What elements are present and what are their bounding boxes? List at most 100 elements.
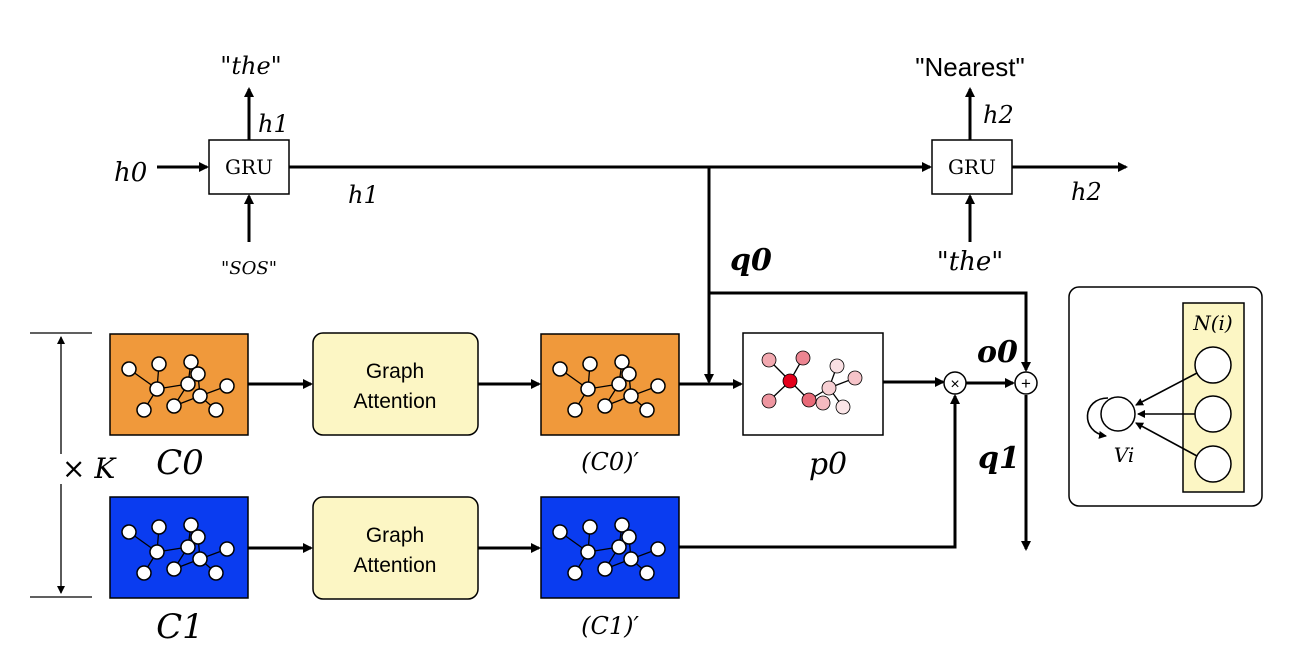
graph-node	[639, 402, 655, 418]
multiply-symbol: ×	[950, 376, 959, 393]
graph-node	[582, 356, 598, 372]
neighbor-edge	[1135, 422, 1198, 457]
graph-node	[219, 378, 235, 394]
neighbors-label: N(i)	[1192, 311, 1233, 335]
graph-node	[614, 517, 630, 533]
vertex-node	[1100, 396, 1136, 432]
graph-node	[761, 352, 777, 368]
graph-node	[136, 402, 152, 418]
graph-node	[190, 366, 206, 382]
c0-label: C0	[156, 443, 204, 483]
graph-node	[623, 551, 639, 567]
graph-node	[192, 551, 208, 567]
graph-c0-prime	[540, 333, 680, 436]
q0-label: q0	[730, 243, 772, 278]
graph-c0-prime-nodes	[552, 354, 666, 418]
gru-right-label: GRU	[948, 155, 996, 179]
gru-chain: GRU GRU h0 "SOS" "the" h1 h1 "the" "Near…	[114, 52, 1128, 279]
graph-node	[639, 565, 655, 581]
graph-node	[136, 565, 152, 581]
graph-node	[552, 361, 568, 377]
vertex-label: Vi	[1114, 443, 1135, 467]
h0-label: h0	[114, 158, 147, 188]
graph-c0-nodes	[121, 354, 235, 418]
graph-node	[208, 565, 224, 581]
graph-attention-top-line2: Attention	[354, 390, 437, 413]
bottom-row: C1 Graph Attention	[109, 394, 960, 647]
q1-label: q1	[978, 441, 1020, 476]
graph-node	[821, 380, 837, 396]
graph-c1	[109, 496, 249, 599]
h2-label: h2	[1071, 178, 1102, 206]
graph-node-focus	[782, 373, 798, 389]
graph-node	[567, 565, 583, 581]
add-operator	[1014, 371, 1038, 395]
times-k-label: × K	[62, 452, 117, 485]
graph-p0-box	[742, 332, 884, 436]
neighbor-node	[1194, 346, 1232, 384]
graph-node	[650, 541, 666, 557]
graph-node	[121, 524, 137, 540]
o0-label: o0	[977, 335, 1018, 370]
gru-left-box	[208, 139, 290, 195]
the-input-label: "the"	[937, 247, 1004, 277]
output-the-label: "the"	[220, 52, 281, 80]
output-nearest-label: "Nearest"	[915, 52, 1025, 82]
graph-node	[597, 398, 613, 414]
k-label-backdrop	[58, 454, 116, 484]
neighbor-edge	[1135, 372, 1198, 406]
self-loop-arrow	[1086, 397, 1109, 439]
graph-node	[761, 393, 777, 409]
c1prime-to-multiply-line	[679, 394, 960, 549]
c1-prime-label: (C1)′	[581, 612, 639, 640]
graph-node	[815, 395, 831, 411]
graph-c0	[109, 333, 249, 436]
graph-node	[801, 392, 817, 408]
graph-node	[166, 398, 182, 414]
graph-node	[597, 561, 613, 577]
graph-node	[621, 366, 637, 382]
h1-up-label: h1	[258, 110, 289, 138]
c0-prime-label: (C0)′	[581, 448, 639, 476]
q0-to-add-line	[709, 291, 1031, 372]
graph-node	[567, 402, 583, 418]
graph-node	[582, 519, 598, 535]
graph-node	[611, 376, 627, 392]
graph-node	[580, 544, 596, 560]
graph-node	[180, 539, 196, 555]
graph-c1-prime	[540, 496, 680, 599]
h2-up-label: h2	[983, 101, 1014, 129]
graph-attention-bottom-line1: Graph	[366, 524, 424, 547]
graph-node	[183, 354, 199, 370]
graph-attention-bottom-box	[312, 496, 479, 600]
graph-node	[621, 529, 637, 545]
add-symbol: +	[1021, 374, 1031, 393]
graph-node	[611, 539, 627, 555]
graph-attention-top-line1: Graph	[366, 360, 424, 383]
graph-node	[183, 517, 199, 533]
graph-node	[614, 354, 630, 370]
graph-p0	[742, 332, 884, 436]
neighbor-node	[1194, 445, 1232, 483]
graph-attention-bottom-line2: Attention	[354, 554, 437, 577]
graph-node	[166, 561, 182, 577]
gru-left-label: GRU	[225, 155, 273, 179]
neighborhood-inset: N(i) Vi	[1068, 286, 1263, 507]
graph-node	[650, 378, 666, 394]
graph-c1-nodes	[121, 517, 235, 581]
graph-node	[192, 388, 208, 404]
graph-node	[847, 370, 863, 386]
graph-node	[180, 376, 196, 392]
graph-node	[795, 350, 811, 366]
graph-node	[580, 381, 596, 397]
graph-c1-prime-nodes	[552, 517, 666, 581]
graph-node	[149, 381, 165, 397]
graph-node	[121, 361, 137, 377]
k-bracket: × K	[30, 332, 117, 598]
neighbor-node	[1194, 395, 1232, 433]
graph-node	[829, 358, 845, 374]
graph-node	[219, 541, 235, 557]
graph-node	[552, 524, 568, 540]
graph-node	[149, 544, 165, 560]
